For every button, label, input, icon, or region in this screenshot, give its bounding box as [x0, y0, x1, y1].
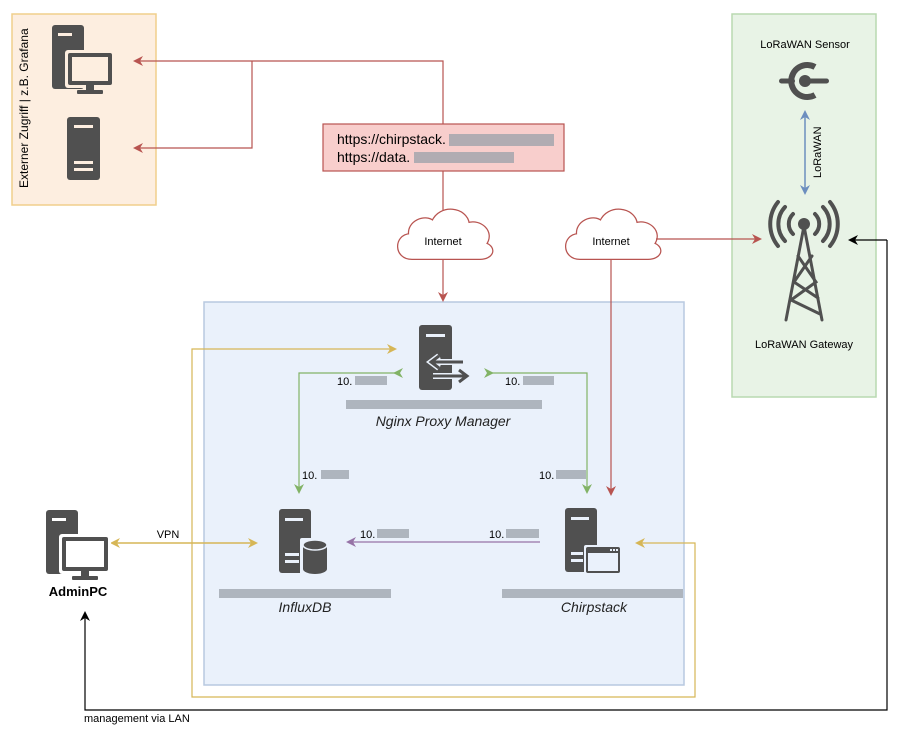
edge-nginx-influx[interactable]	[294, 368, 403, 494]
cloud-1-label: Internet	[424, 236, 461, 248]
ip-nginx-right: 10.	[505, 376, 520, 388]
redacted-ip	[321, 470, 349, 479]
domain-chirpstack: https://chirpstack.	[337, 131, 446, 147]
database-server-icon[interactable]	[279, 509, 330, 576]
chirpstack-label: Chirpstack	[561, 599, 628, 615]
redacted-domain-2	[414, 152, 514, 163]
edge-domain-to-external[interactable]	[133, 56, 444, 124]
influxdb-label: InfluxDB	[279, 599, 332, 615]
redacted-ip	[355, 376, 387, 385]
redacted-nginx-host	[346, 400, 542, 409]
gateway-label: LoRaWAN Gateway	[755, 339, 854, 351]
desktop-computer-icon[interactable]	[52, 25, 115, 94]
ip-influx-top: 10.	[302, 470, 317, 482]
sensor-label: LoRaWAN Sensor	[760, 39, 850, 51]
edge-vpn-loop[interactable]	[191, 344, 696, 698]
redacted-influx-host	[219, 589, 391, 598]
redacted-ip	[556, 470, 586, 479]
domain-data: https://data.	[337, 149, 410, 165]
vpn-label: VPN	[157, 529, 180, 541]
redacted-ip	[377, 529, 409, 538]
lorawan-link-label: LoRaWAN	[812, 126, 824, 178]
ip-chirp-top: 10.	[539, 470, 554, 482]
nginx-label: Nginx Proxy Manager	[376, 413, 512, 429]
external-access-label: Externer Zugriff | z.B. Grafana	[17, 28, 31, 188]
internet-cloud-1[interactable]: Internet	[397, 208, 494, 260]
ip-nginx-left: 10.	[337, 376, 352, 388]
redacted-domain-1	[449, 134, 554, 146]
ip-influx-right: 10.	[360, 529, 375, 541]
sensor-icon[interactable]	[779, 62, 829, 100]
admin-desktop-icon[interactable]	[46, 510, 111, 580]
management-label: management via LAN	[84, 713, 190, 725]
ip-chirp-left: 10.	[489, 529, 504, 541]
server-icon[interactable]	[67, 117, 100, 180]
redacted-ip	[523, 376, 554, 385]
redacted-chirpstack-host	[502, 589, 683, 598]
redacted-ip	[506, 529, 539, 538]
edge-management-lan[interactable]	[80, 240, 888, 711]
internet-cloud-2[interactable]: Internet	[565, 208, 662, 260]
gateway-tower-icon[interactable]	[768, 200, 840, 322]
adminpc-label: AdminPC	[49, 584, 108, 599]
edge-domain-to-external-server[interactable]	[133, 61, 253, 153]
cloud-2-label: Internet	[592, 236, 629, 248]
